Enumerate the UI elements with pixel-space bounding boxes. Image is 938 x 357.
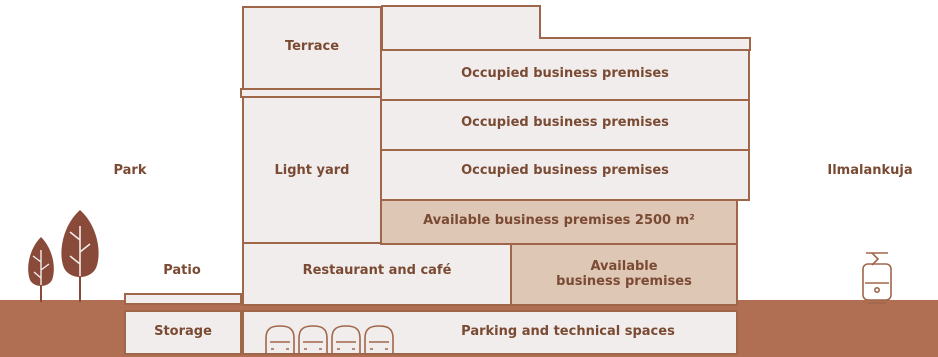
terrace-label: Terrace <box>284 38 340 54</box>
occupied-floor-3-box <box>380 149 750 201</box>
patio-ledge <box>124 293 242 305</box>
restaurant-label: Restaurant and café <box>302 262 452 278</box>
park-label: Park <box>113 162 147 178</box>
occupied-label-2: Occupied business premises <box>461 114 669 130</box>
light-yard-label: Light yard <box>274 162 350 178</box>
available-small-line-1: Available <box>590 259 658 275</box>
available-small-box <box>510 243 738 306</box>
light-yard-box <box>242 96 382 244</box>
storage-box <box>124 310 242 355</box>
storage-label: Storage <box>154 323 212 339</box>
available-small-label: Available business premises <box>512 256 736 294</box>
parking-label: Parking and technical spaces <box>461 323 675 339</box>
parking-box <box>242 310 738 355</box>
patio-label: Patio <box>163 262 201 278</box>
terrace-box <box>242 6 382 96</box>
restaurant-box <box>242 242 512 306</box>
roof-outline <box>381 5 751 51</box>
available-small-line-2: business premises <box>556 274 692 289</box>
car-icon <box>265 325 394 354</box>
available-large-label: Available business premises 2500 m² <box>423 212 695 228</box>
available-large-box <box>380 199 738 245</box>
tram-icon <box>862 252 892 304</box>
occupied-label-1: Occupied business premises <box>461 65 669 81</box>
trees-icon <box>28 210 99 302</box>
ilmalankuja-label: Ilmalankuja <box>827 162 913 178</box>
occupied-label-3: Occupied business premises <box>461 162 669 178</box>
